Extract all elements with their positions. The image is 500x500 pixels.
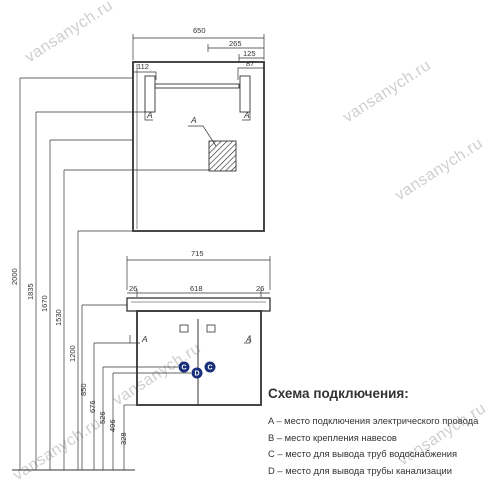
dim-bracket-87 xyxy=(237,67,264,80)
vanity-body xyxy=(136,310,262,406)
legend-title: Схема подключения: xyxy=(268,386,409,401)
height-850: 850 xyxy=(79,383,88,396)
label-a-bottom-left: A xyxy=(141,334,148,344)
dim-112: 112 xyxy=(137,62,149,71)
door-handle-right xyxy=(206,324,216,333)
dim-87: 87 xyxy=(246,59,254,68)
bottom-unit xyxy=(126,256,271,406)
basin-top xyxy=(126,297,271,312)
marker-c-left xyxy=(178,361,190,373)
legend-item: B – место крепления навесов xyxy=(268,431,397,443)
dim-715: 715 xyxy=(191,249,204,258)
height-1835: 1835 xyxy=(26,283,35,300)
legend: Схема подключения: A – место подключения… xyxy=(268,386,500,479)
label-a-top-left: A xyxy=(146,110,153,120)
height-526: 526 xyxy=(98,411,107,424)
marker-c-left-label: C xyxy=(182,365,187,372)
label-a-top-inner: A xyxy=(190,115,197,125)
legend-item: A – место подключения электрического про… xyxy=(268,415,479,426)
connection-markers xyxy=(178,361,216,379)
electric-connection-area xyxy=(208,140,237,172)
marker-d-label: D xyxy=(195,371,200,378)
dim-618: 618 xyxy=(190,284,203,293)
dim-125: 125 xyxy=(243,49,256,58)
height-dimensions xyxy=(12,77,209,471)
marker-c-right xyxy=(204,361,216,373)
height-1200: 1200 xyxy=(68,345,77,362)
marker-c-right-label: C xyxy=(208,365,213,372)
height-328: 328 xyxy=(119,432,128,445)
legend-item: C – место для вывода труб водоснабжения xyxy=(268,448,458,459)
dim-265: 265 xyxy=(229,39,242,48)
cabinet-body xyxy=(132,61,265,232)
height-2000: 2000 xyxy=(10,268,19,285)
dim-650: 650 xyxy=(193,26,206,35)
right-hanger xyxy=(239,75,251,113)
top-unit xyxy=(132,34,265,232)
dim-bracket-112 xyxy=(133,71,157,80)
dim-26-right: 26 xyxy=(256,284,264,293)
cabinet-rail xyxy=(154,83,240,89)
label-a-bottom-right: A xyxy=(245,334,252,344)
label-a-top-right: A xyxy=(243,110,250,120)
door-handle-left xyxy=(179,324,189,333)
height-676: 676 xyxy=(88,400,97,413)
height-1530: 1530 xyxy=(54,309,63,326)
dim-26-left: 26 xyxy=(129,284,137,293)
height-1670: 1670 xyxy=(40,295,49,312)
height-496: 496 xyxy=(108,419,117,432)
marker-d xyxy=(191,367,203,379)
legend-item: D – место для вывода трубы канализации xyxy=(268,464,452,476)
left-hanger xyxy=(144,75,156,113)
